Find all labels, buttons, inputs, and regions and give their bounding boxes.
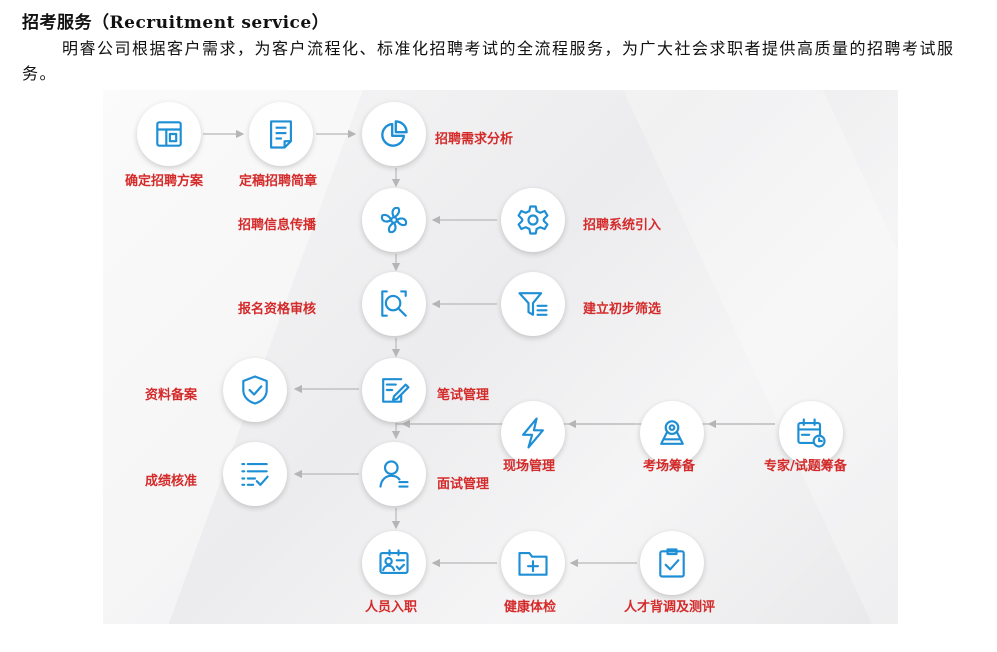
fan-icon (380, 206, 408, 234)
pie-chart-icon (381, 120, 408, 147)
location-icon (660, 420, 684, 445)
magnifier-icon (381, 290, 407, 317)
intro-text: 明睿公司根据客户需求，为客户流程化、标准化招聘考试的全流程服务，为广大社会求职者… (22, 39, 955, 83)
label-screen: 建立初步筛选 (583, 302, 662, 317)
node-physical (501, 531, 565, 595)
node-onboard (362, 531, 426, 595)
label-system: 招聘系统引入 (583, 218, 662, 233)
label-physical: 健康体检 (504, 600, 557, 615)
user-icon (379, 460, 409, 488)
node-archive (223, 358, 287, 422)
node-scores (223, 442, 287, 506)
clipboard-check-icon (659, 548, 685, 578)
label-onboard: 人员入职 (365, 600, 418, 615)
label-interview: 面试管理 (437, 477, 490, 492)
node-demand (362, 102, 426, 166)
label-written: 笔试管理 (437, 388, 490, 403)
label-brochure: 定稿招聘简章 (239, 174, 318, 189)
label-venue: 考场筹备 (643, 459, 696, 474)
document-icon (270, 120, 292, 149)
label-onsite: 现场管理 (503, 459, 556, 474)
label-demand: 招聘需求分析 (435, 132, 514, 147)
label-archive: 资料备案 (145, 388, 198, 403)
checklist-icon (241, 463, 269, 486)
node-publish (362, 188, 426, 252)
layout-icon (156, 121, 182, 147)
flow-connectors (203, 129, 775, 568)
node-interview (362, 442, 426, 506)
node-onsite (501, 401, 565, 465)
node-brochure (249, 102, 313, 166)
gear-icon (517, 205, 549, 235)
edit-icon (382, 378, 410, 403)
label-publish: 招聘信息传播 (238, 218, 317, 233)
intro-paragraph: 明睿公司根据客户需求，为客户流程化、标准化招聘考试的全流程服务，为广大社会求职者… (22, 36, 972, 86)
recruitment-flow-diagram: 确定招聘方案 定稿招聘简章 招聘需求分析 招聘信息传播 招聘系统引入 报名资格审… (103, 90, 898, 624)
node-system (501, 188, 565, 252)
lightning-icon (522, 417, 544, 449)
filter-icon (518, 292, 548, 316)
node-venue (640, 401, 704, 465)
node-expert (779, 401, 843, 465)
node-screen (501, 272, 565, 336)
id-card-icon (379, 549, 409, 574)
label-review: 报名资格审核 (238, 302, 317, 317)
section-title: 招考服务（Recruitment service） (22, 13, 330, 33)
node-background (640, 531, 704, 595)
node-plan (137, 102, 201, 166)
label-scores: 成绩核准 (145, 474, 198, 489)
node-written (362, 358, 426, 422)
label-plan: 确定招聘方案 (125, 174, 204, 189)
medical-folder-icon (518, 552, 548, 576)
shield-check-icon (242, 375, 268, 405)
label-expert: 专家/试题筹备 (764, 459, 847, 474)
label-background: 人才背调及测评 (624, 600, 716, 615)
calendar-icon (797, 418, 826, 448)
node-review (362, 272, 426, 336)
